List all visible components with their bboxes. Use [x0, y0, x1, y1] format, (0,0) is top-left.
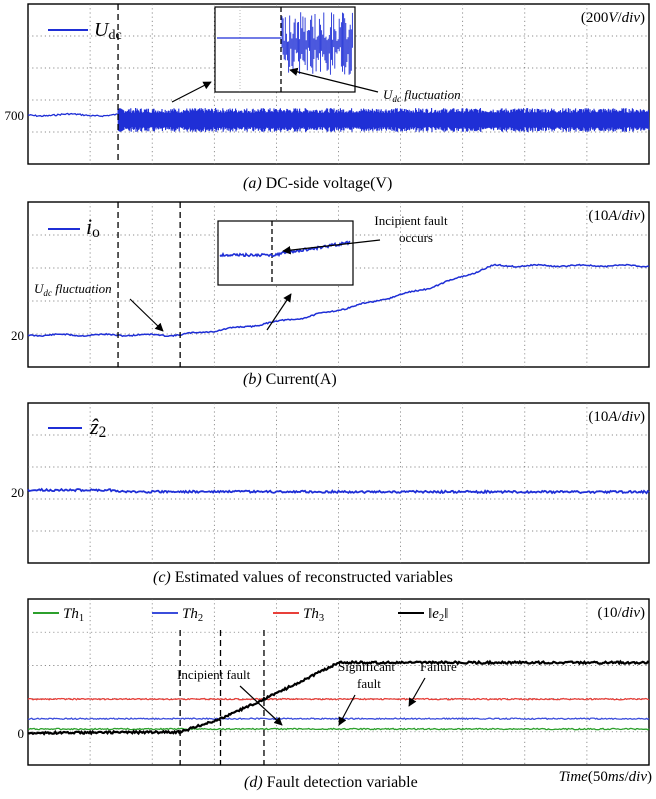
series-line-1	[27, 717, 650, 721]
arrow	[171, 81, 212, 103]
scale-label: (200V/div)	[581, 10, 645, 26]
legend-label: ẑ2	[89, 414, 106, 441]
z2-line	[27, 487, 650, 495]
legend-label: Th2	[182, 606, 203, 624]
fault-annotation: Incipient fault	[374, 213, 448, 228]
time-axis-label: Time(50ms/div)	[559, 769, 652, 785]
failure-annotation: Failure	[420, 659, 457, 674]
fluctuation-annotation: Udc fluctuation	[383, 87, 461, 104]
arrow	[282, 239, 381, 255]
fault-annotation: occurs	[399, 230, 433, 245]
inset-ripple	[281, 12, 353, 75]
significant-annotation: Significant	[338, 659, 395, 674]
arrow	[289, 67, 379, 93]
arrow	[408, 677, 426, 707]
arrow	[266, 293, 292, 331]
fluctuation-annotation: Udc fluctuation	[34, 281, 112, 298]
scale-label: (10/div)	[598, 605, 646, 621]
legend-label: Th1	[63, 606, 84, 624]
arrow	[129, 298, 164, 332]
legend-label: io	[86, 214, 100, 241]
y-tick-label: 0	[18, 726, 25, 741]
incipient-annotation: Incipient fault	[177, 667, 251, 682]
arrow	[338, 694, 356, 726]
io-line	[27, 263, 650, 338]
scale-label: (10A/div)	[588, 409, 645, 425]
legend-label: Th3	[303, 606, 324, 624]
panel-c: (10A/div) 20 (c) Estimated values of recon…	[11, 402, 650, 586]
udc-ripple-band	[117, 107, 650, 133]
series-fault-detection: Th1 Th2 Th3 ‖e2‖ Incipient fault Significant f…	[27, 606, 652, 785]
legend-label: Udc	[94, 19, 122, 43]
y-tick-label: 700	[5, 108, 25, 123]
panel-caption: (c) Estimated values of reconstructed va…	[153, 569, 453, 586]
series-z2: ẑ2	[27, 414, 650, 495]
panel-caption: (d) Fault detection variable	[244, 774, 418, 791]
arrow	[239, 685, 283, 726]
panel-caption: (b) Current(A)	[243, 371, 337, 388]
series-line-2	[27, 697, 650, 701]
significant-annotation: fault	[357, 676, 381, 691]
udc-pre-line	[27, 112, 118, 118]
panel-frame	[27, 598, 650, 766]
series-line-0	[27, 727, 650, 731]
y-tick-label: 20	[11, 328, 24, 343]
panel-d: (10/div) 0 (d) Fault detection variable	[18, 598, 650, 791]
panel-caption: (a) DC-side voltage(V)	[243, 175, 392, 192]
legend-label: ‖e2‖	[428, 606, 448, 624]
y-tick-label: 20	[11, 485, 24, 500]
series-line-3	[27, 659, 650, 736]
scale-label: (10A/div)	[588, 208, 645, 224]
